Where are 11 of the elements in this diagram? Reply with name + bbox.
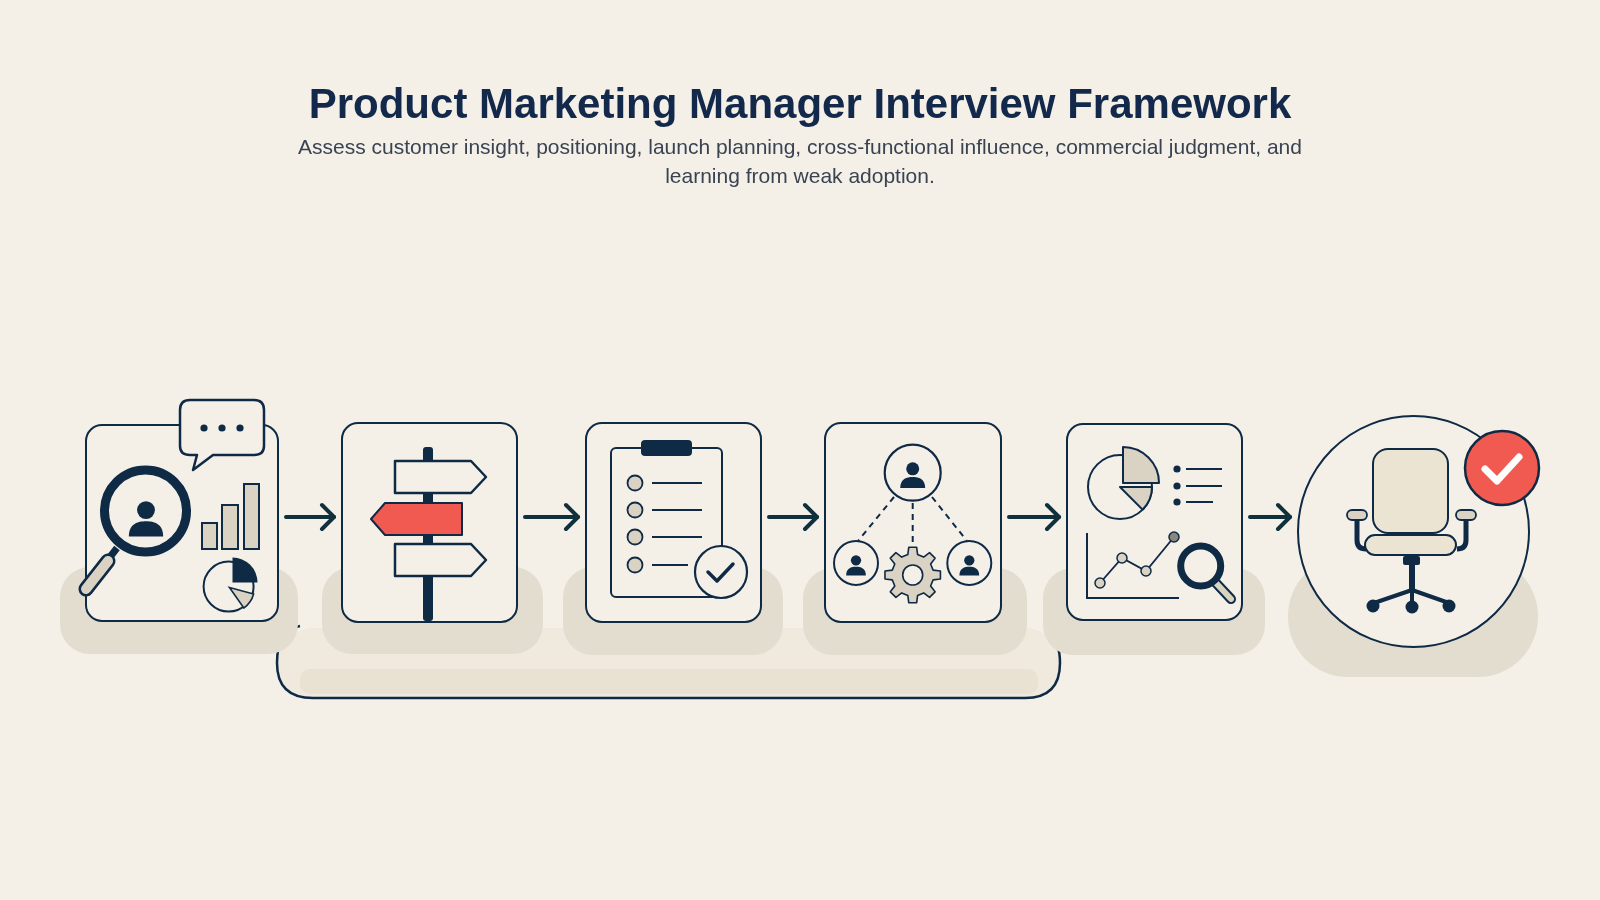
- diagram-title: Product Marketing Manager Interview Framework: [308, 79, 1292, 129]
- icon-tile: [585, 422, 762, 623]
- arrow: [523, 503, 580, 531]
- icon-tile: [824, 422, 1002, 623]
- arrow: [1007, 503, 1061, 531]
- arrow: [767, 503, 819, 531]
- icon-tile: [341, 422, 518, 623]
- diagram-subtitle: Assess customer insight, positioning, launch planning, cross-functional influence, commercial judgment, and learning from weak adoption.: [297, 134, 1303, 189]
- icon-tile: [1066, 423, 1243, 621]
- arrow: [284, 503, 336, 531]
- arrow: [1248, 503, 1292, 531]
